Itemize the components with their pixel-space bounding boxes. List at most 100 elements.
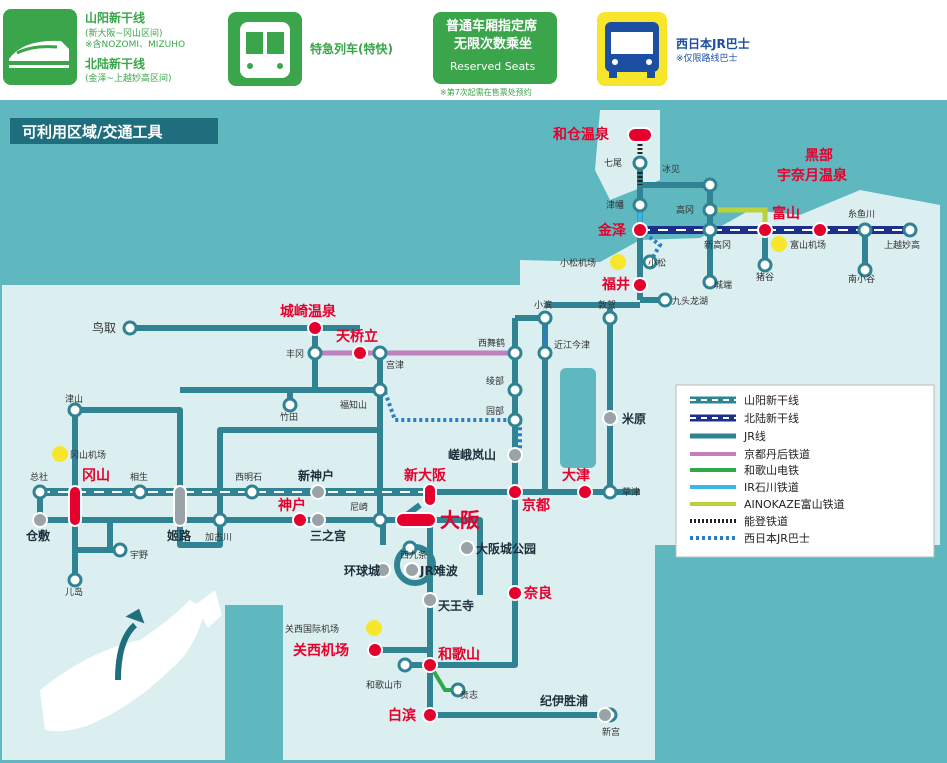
label-osaka: 大阪: [440, 508, 481, 532]
station-label: 园部: [486, 405, 504, 417]
label-sannomiya: 三之宫: [310, 528, 346, 543]
airplane-icon: [366, 620, 382, 636]
reserved-line2: 无限次数乘坐: [454, 37, 533, 52]
station-label: 糸鱼川: [848, 208, 875, 220]
airplane-icon: [771, 236, 787, 252]
label-kansai-airport: 关西机场: [293, 642, 349, 659]
bus-note: ※仅限路线巴士: [676, 54, 738, 64]
station-label: 草津: [622, 486, 640, 498]
station-label: 小松机场: [560, 257, 596, 269]
route-map: 可利用区域/交通工具: [0, 100, 947, 763]
station-label: 相生: [130, 471, 148, 483]
airplane-icon: [610, 254, 626, 270]
reserved-note: ※第7次起需在售票处预约: [440, 88, 532, 97]
legend-wakayama: 和歌山电铁: [744, 463, 799, 477]
station-label: 西九条: [400, 549, 427, 561]
station-label: 和歌山市: [366, 679, 402, 691]
lake-biwa: [560, 368, 596, 468]
station-label: 总社: [30, 471, 48, 483]
label-kurashiki: 仓敷: [25, 528, 51, 543]
legend-kyoto-tango: 京都丹后铁道: [744, 447, 810, 461]
label-himeji: 姬路: [167, 528, 192, 543]
station-label: 宇野: [130, 549, 148, 561]
label-fukui: 福井: [601, 276, 630, 293]
station-label: 关西国际机场: [285, 623, 339, 635]
label-kobe: 神户: [278, 497, 306, 514]
reserved-line3: Reserved Seats: [450, 60, 536, 73]
station-label: 近江今津: [554, 339, 590, 351]
legend-jr: JR线: [743, 429, 766, 443]
station-label: 宫津: [386, 359, 404, 371]
airport-icons: [52, 236, 787, 636]
legend-ainokaze: AINOKAZE富山铁道: [744, 497, 845, 511]
station-label: 尼崎: [350, 501, 368, 513]
map-heading: 可利用区域/交通工具: [22, 123, 162, 141]
station-label: 上越妙高: [884, 239, 920, 251]
label-shinosaka: 新大阪: [404, 467, 447, 484]
station-label: 敦贺: [598, 299, 616, 311]
lines-legend: 山阳新干线 北陆新干线 JR线 京都丹后铁道 和歌山电铁 IR石川铁道 AINO…: [675, 384, 935, 558]
station-label: 九头龙湖: [672, 295, 708, 307]
label-universal: 环球城: [344, 563, 380, 578]
gray-station-markers: [32, 410, 618, 723]
label-nara: 奈良: [523, 585, 552, 602]
station-label: 猪谷: [756, 271, 774, 283]
label-kurobe: 黑部: [805, 147, 833, 164]
station-label: 竹田: [280, 411, 298, 423]
legend-hokuriku: 北陆新干线: [744, 411, 799, 425]
station-label: 贵志: [460, 689, 478, 701]
bus-title: 西日本JR巴士: [676, 37, 750, 51]
heading-bg: [10, 118, 218, 144]
legend-bus: 西日本JR巴士: [744, 531, 810, 545]
small-station-markers: [32, 155, 918, 723]
sanyo-title: 山阳新干线: [85, 11, 146, 25]
bus-icon: [597, 12, 667, 86]
station-label: 绫部: [486, 375, 504, 387]
station-label: 小松: [648, 257, 666, 269]
station-label: 新高冈: [704, 239, 731, 251]
station-label: 七尾: [604, 158, 622, 169]
japan-inset: [40, 590, 222, 732]
station-label: 津幡: [606, 199, 624, 211]
shinkansen-icon: [3, 9, 77, 85]
label-tennoji: 天王寺: [438, 598, 474, 613]
station-label: 新宫: [602, 726, 620, 738]
bold-labels: 仓敷 姬路 新神户 三之宫 米原 嵯峨岚山 大阪城公园 JR难波 天王寺 环球城…: [25, 411, 646, 708]
reserved-line1: 普通车厢指定席: [446, 19, 538, 34]
sanyo-note2: ※含NOZOMI、MIZUHO: [85, 40, 186, 50]
station-label: 小滨: [534, 299, 552, 311]
label-shirahama: 白滨: [388, 707, 416, 724]
station-label: 南小谷: [848, 273, 875, 285]
label-jrnamba: JR难波: [419, 563, 459, 578]
hokuriku-title: 北陆新干线: [85, 57, 146, 71]
major-labels: 和仓温泉 金泽 福井 富山 黑部 宇奈月温泉 城崎温泉 天桥立 冈山 神户 新大…: [82, 126, 848, 724]
limited-express-label: 特急列车(特快): [310, 42, 393, 56]
label-maibara: 米原: [622, 411, 646, 426]
label-kinosaki: 城崎温泉: [280, 303, 337, 320]
label-toyama: 富山: [772, 205, 800, 222]
label-amanohashidate: 天桥立: [336, 328, 378, 345]
label-otsu: 大津: [562, 467, 590, 484]
legend-noto: 能登铁道: [744, 514, 788, 528]
sanyo-note1: (新大阪~冈山区间): [85, 29, 163, 39]
label-kurobe2: 宇奈月温泉: [777, 167, 848, 184]
legend-ir-ishikawa: IR石川铁道: [744, 480, 799, 494]
station-label: 西明石: [235, 472, 262, 483]
station-label: 冰见: [662, 163, 680, 175]
airplane-icon: [52, 446, 68, 462]
station-label: 加古川: [205, 531, 232, 543]
sea-inlet: [225, 605, 283, 760]
station-label: 城端: [714, 279, 732, 291]
station-label: 儿岛: [65, 586, 83, 598]
label-okayama: 冈山: [82, 468, 110, 484]
label-wakura: 和仓温泉: [553, 126, 610, 143]
label-kiikatsuura: 纪伊胜浦: [540, 693, 588, 708]
station-label: 高冈: [676, 204, 694, 216]
limited-express-icon: [228, 12, 302, 86]
station-label: 津山: [65, 394, 83, 405]
label-kanazawa: 金泽: [597, 222, 626, 239]
label-osakajokoen: 大阪城公园: [476, 541, 536, 556]
legend-sanyo: 山阳新干线: [744, 393, 799, 407]
station-label: 丰冈: [286, 348, 304, 360]
label-shinkobe: 新神户: [298, 468, 334, 483]
